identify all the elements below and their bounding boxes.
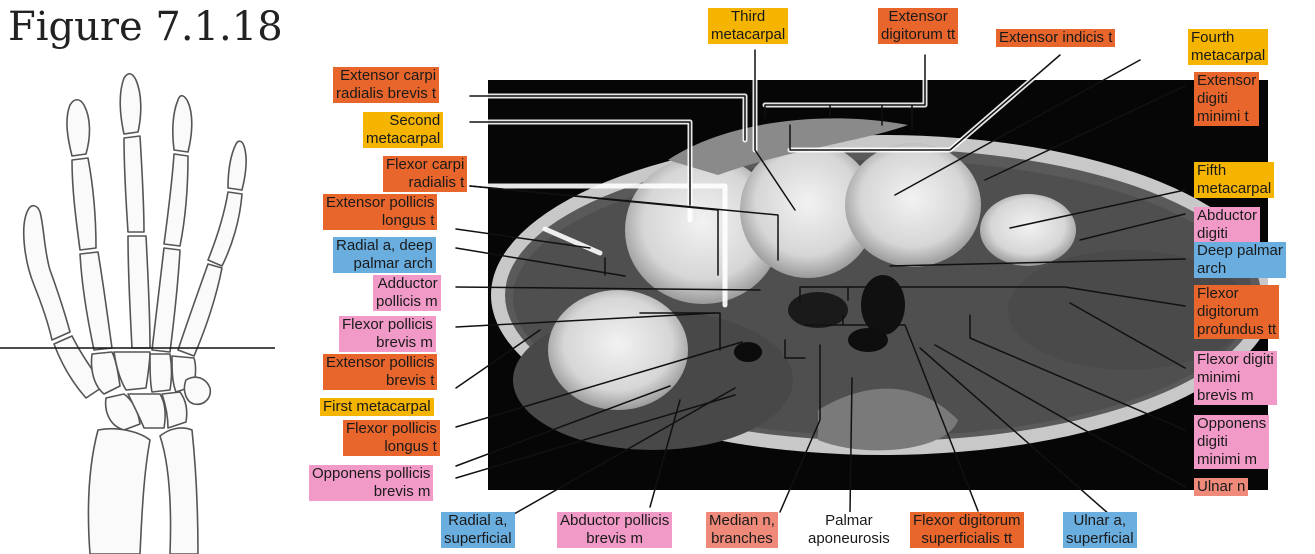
label-flexor-digiti-minimi-brevis-m: Flexor digiti minimi brevis m bbox=[1194, 351, 1277, 405]
label-third-metacarpal: Third metacarpal bbox=[708, 8, 788, 44]
label-extensor-indicis-t: Extensor indicis t bbox=[996, 29, 1115, 47]
label-flexor-pollicis-longus-t: Flexor pollicis longus t bbox=[343, 420, 440, 456]
label-ulnar-n: Ulnar n bbox=[1194, 478, 1248, 496]
label-second-metacarpal: Second metacarpal bbox=[363, 112, 443, 148]
label-extensor-digitorum-tt: Extensor digitorum tt bbox=[878, 8, 958, 44]
label-deep-palmar-arch: Deep palmar arch bbox=[1194, 242, 1286, 278]
label-median-n-branches: Median n, branches bbox=[706, 512, 778, 548]
label-radial-a-superficial: Radial a, superficial bbox=[441, 512, 515, 548]
label-first-metacarpal: First metacarpal bbox=[320, 398, 434, 416]
label-fourth-metacarpal: Fourth metacarpal bbox=[1188, 29, 1268, 65]
label-opponens-digiti-minimi-m: Opponens digiti minimi m bbox=[1194, 415, 1269, 469]
label-opponens-pollicis-brevis-m: Opponens pollicis brevis m bbox=[309, 465, 433, 501]
figure-title: Figure 7.1.18 bbox=[8, 4, 283, 50]
label-flexor-pollicis-brevis-m: Flexor pollicis brevis m bbox=[339, 316, 436, 352]
label-flexor-carpi-radialis-t: Flexor carpi radialis t bbox=[383, 156, 467, 192]
label-palmar-aponeurosis: Palmar aponeurosis bbox=[805, 512, 893, 548]
label-abductor-pollicis-brevis-m: Abductor pollicis brevis m bbox=[557, 512, 672, 548]
mri-axial-image bbox=[488, 80, 1268, 490]
label-flexor-digitorum-superficialis-tt: Flexor digitorum superficialis tt bbox=[910, 512, 1024, 548]
label-extensor-pollicis-longus-t: Extensor pollicis longus t bbox=[323, 194, 437, 230]
hand-skeleton-illustration bbox=[0, 60, 290, 554]
label-flexor-digitorum-profundus-tt: Flexor digitorum profundus tt bbox=[1194, 285, 1279, 339]
label-fifth-metacarpal: Fifth metacarpal bbox=[1194, 162, 1274, 198]
label-extensor-pollicis-brevis-t: Extensor pollicis brevis t bbox=[323, 354, 437, 390]
label-extensor-digiti-minimi-t: Extensor digiti minimi t bbox=[1194, 72, 1259, 126]
label-extensor-carpi-radialis-brevis-t: Extensor carpi radialis brevis t bbox=[333, 67, 439, 103]
label-radial-a-deep-palmar-arch: Radial a, deep palmar arch bbox=[333, 237, 436, 273]
label-ulnar-a-superficial: Ulnar a, superficial bbox=[1063, 512, 1137, 548]
label-adductor-pollicis-m: Adductor pollicis m bbox=[373, 275, 441, 311]
